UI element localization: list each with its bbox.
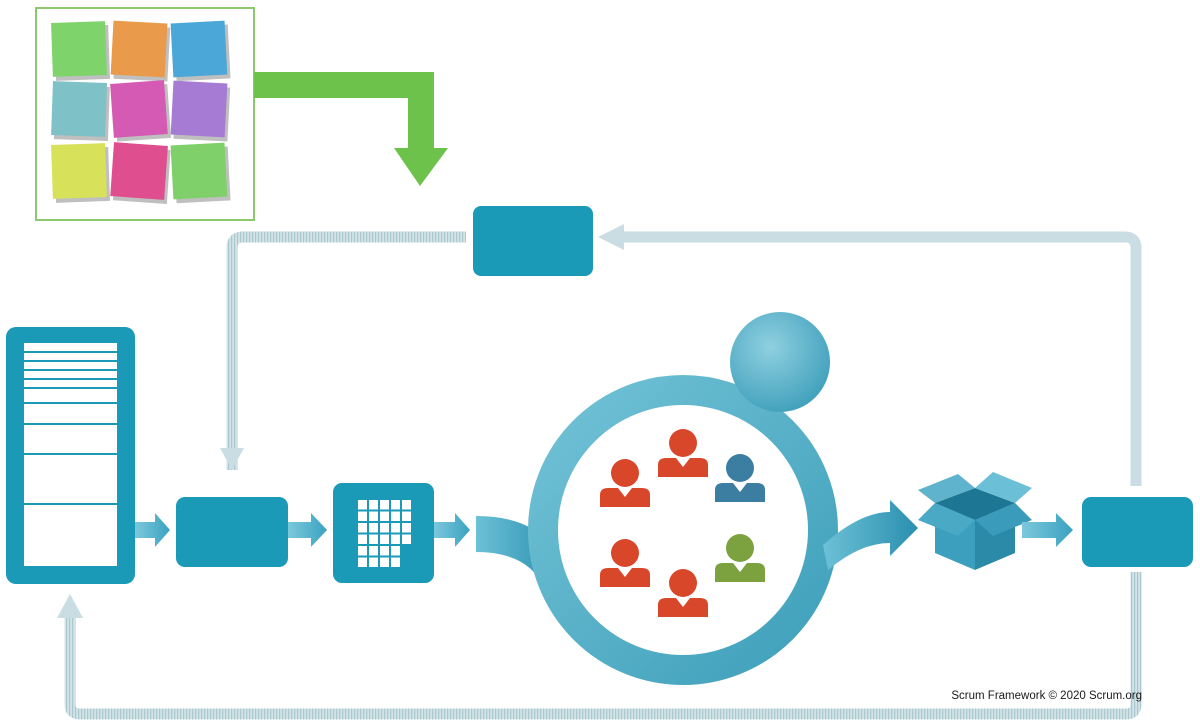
sprint-backlog-cell: [358, 557, 367, 567]
review-box: [473, 206, 593, 276]
sprint-backlog-cell: [380, 511, 389, 521]
arrow-package-to-increment: [1022, 513, 1073, 547]
arrow-sprint-backlog-to-sprint: [434, 513, 470, 547]
sprint-backlog-cell: [391, 523, 400, 533]
sticky-note: [110, 142, 171, 205]
daily-scrum-circle: [730, 312, 830, 412]
sprint-cycle: [528, 312, 838, 685]
sticky-note: [51, 81, 110, 142]
sprint-backlog-cell: [380, 546, 389, 556]
sprint-backlog-cell: [369, 511, 378, 521]
sprint-backlog-cell: [402, 534, 411, 544]
sprint-backlog-cell: [402, 500, 411, 510]
sticky-note: [51, 21, 111, 81]
sprint-backlog-cell: [380, 500, 389, 510]
copyright-credit: Scrum Framework © 2020 Scrum.org: [951, 690, 1142, 702]
team-member-icon: [715, 454, 765, 502]
sprint-backlog-cell: [391, 534, 400, 544]
arrow-backlog-to-planning: [135, 513, 170, 547]
product-backlog-list: [6, 327, 135, 584]
scrum-team: [600, 429, 765, 617]
team-member-icon: [715, 534, 765, 582]
sticky-note: [170, 142, 231, 204]
arrow-planning-to-sprint-backlog: [288, 513, 327, 547]
team-member-icon: [658, 429, 708, 477]
sprint-backlog-cell: [391, 557, 400, 567]
team-member-icon: [600, 539, 650, 587]
sprint-backlog-cell: [402, 523, 411, 533]
sprint-backlog-cell: [369, 500, 378, 510]
sticky-note: [110, 80, 172, 142]
sprint-backlog-cell: [358, 500, 367, 510]
sprint-backlog-cell: [391, 500, 400, 510]
sprint-backlog-cell: [358, 523, 367, 533]
sprint-backlog-cell: [358, 511, 367, 521]
increment-box-icon: [918, 472, 1032, 570]
sprint-backlog-cell: [369, 557, 378, 567]
sprint-backlog-cell: [402, 511, 411, 521]
sprint-backlog-cells: [358, 500, 411, 567]
sprint-backlog-cell: [380, 534, 389, 544]
planning-box: [176, 497, 288, 567]
team-member-icon: [658, 569, 708, 617]
sprint-backlog-cell: [358, 546, 367, 556]
feedback-loop: [57, 224, 1142, 720]
sprint-backlog-cell: [391, 511, 400, 521]
sticky-notes-group: [51, 20, 231, 205]
team-member-icon: [600, 459, 650, 507]
sticky-note: [51, 143, 111, 203]
sticky-notes-frame: [35, 7, 255, 221]
swoosh-arrow-out: [823, 500, 918, 570]
sprint-backlog-cell: [380, 523, 389, 533]
sticky-note: [110, 20, 171, 82]
sticky-note: [170, 20, 231, 82]
sprint-backlog-cell: [369, 546, 378, 556]
sprint-backlog-cell: [369, 534, 378, 544]
sprint-backlog-cell: [380, 557, 389, 567]
green-arrow: [254, 72, 448, 186]
increment-box: [1082, 497, 1193, 567]
sprint-backlog-cell: [358, 534, 367, 544]
sticky-note: [170, 80, 231, 142]
backlog-row-lines: [24, 351, 117, 505]
sprint-backlog-cell: [369, 523, 378, 533]
sprint-backlog-grid: [333, 483, 434, 583]
sprint-backlog-cell: [391, 546, 400, 556]
